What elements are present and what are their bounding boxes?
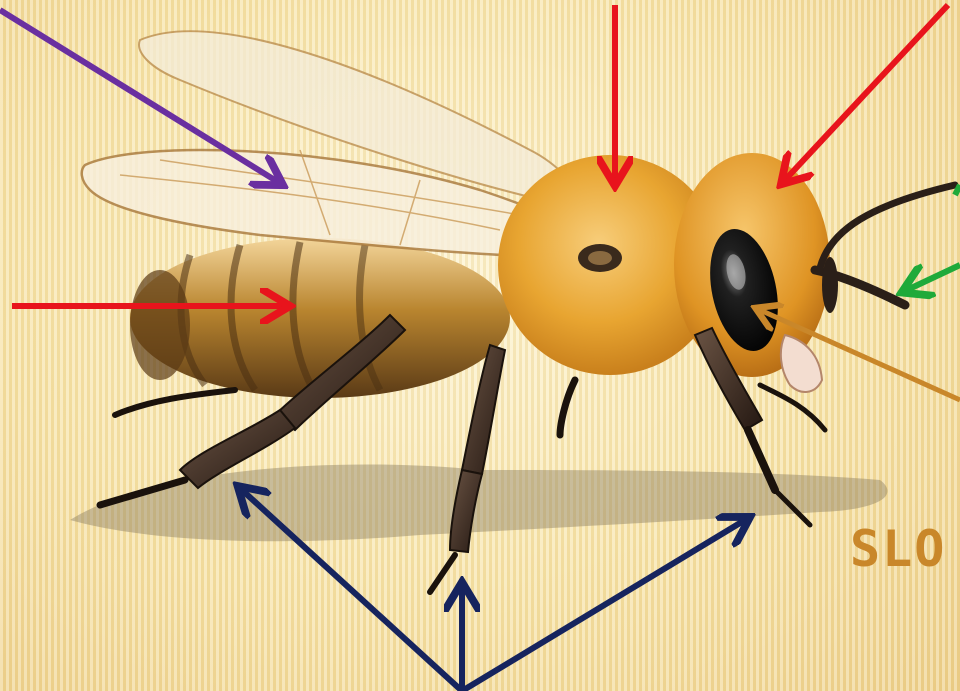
head bbox=[674, 153, 830, 392]
mandible bbox=[781, 335, 822, 392]
abdomen bbox=[130, 238, 510, 398]
partial-label: SLO bbox=[850, 520, 946, 578]
arrow-head bbox=[785, 5, 948, 180]
arrow-antenna bbox=[907, 265, 960, 290]
antennae bbox=[815, 185, 955, 313]
arrow-leg-right bbox=[462, 520, 745, 691]
